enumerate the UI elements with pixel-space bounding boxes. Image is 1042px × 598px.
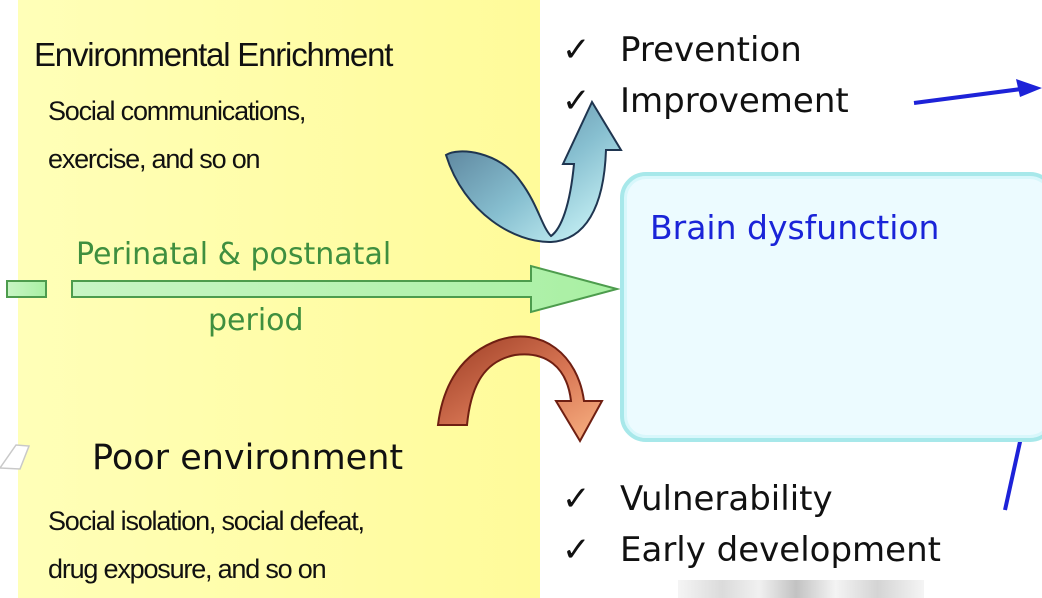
green-timeline-arrow-icon — [71, 264, 621, 314]
brain-dysfunction-label: Brain dysfunction — [650, 208, 940, 247]
green-arrow-segment-icon — [6, 280, 47, 298]
poor-environment-title: Poor environment — [92, 438, 404, 478]
improvement-arrow-icon — [444, 99, 623, 244]
faded-edge-shape-icon — [0, 444, 31, 470]
environmental-enrichment-detail-2: exercise, and so on — [48, 144, 261, 174]
vulnerability-arrow-icon — [436, 335, 604, 444]
environmental-enrichment-detail-1: Social communications, — [48, 96, 306, 126]
checkmark-icon: ✓ — [562, 530, 591, 570]
vulnerability-label: Vulnerability — [620, 479, 833, 519]
blue-arrowhead-icon — [1016, 79, 1042, 97]
early-development-label: Early development — [620, 530, 941, 570]
environment-panel — [18, 0, 540, 598]
brain-dysfunction-box — [620, 172, 1042, 442]
perinatal-period-label-line-1: Perinatal & postnatal — [76, 237, 392, 272]
checkmark-icon: ✓ — [562, 81, 591, 121]
poor-environment-detail-1: Social isolation, social defeat, — [48, 506, 365, 536]
improvement-label: Improvement — [620, 81, 849, 121]
checkmark-icon: ✓ — [562, 479, 591, 519]
faded-image-strip — [678, 580, 924, 598]
poor-environment-detail-2: drug exposure, and so on — [48, 554, 327, 584]
blue-connector-top-icon — [913, 86, 1030, 105]
environmental-enrichment-title: Environmental Enrichment — [34, 36, 393, 73]
checkmark-icon: ✓ — [562, 30, 591, 70]
prevention-label: Prevention — [620, 30, 802, 70]
perinatal-period-label-line-2: period — [208, 303, 304, 338]
